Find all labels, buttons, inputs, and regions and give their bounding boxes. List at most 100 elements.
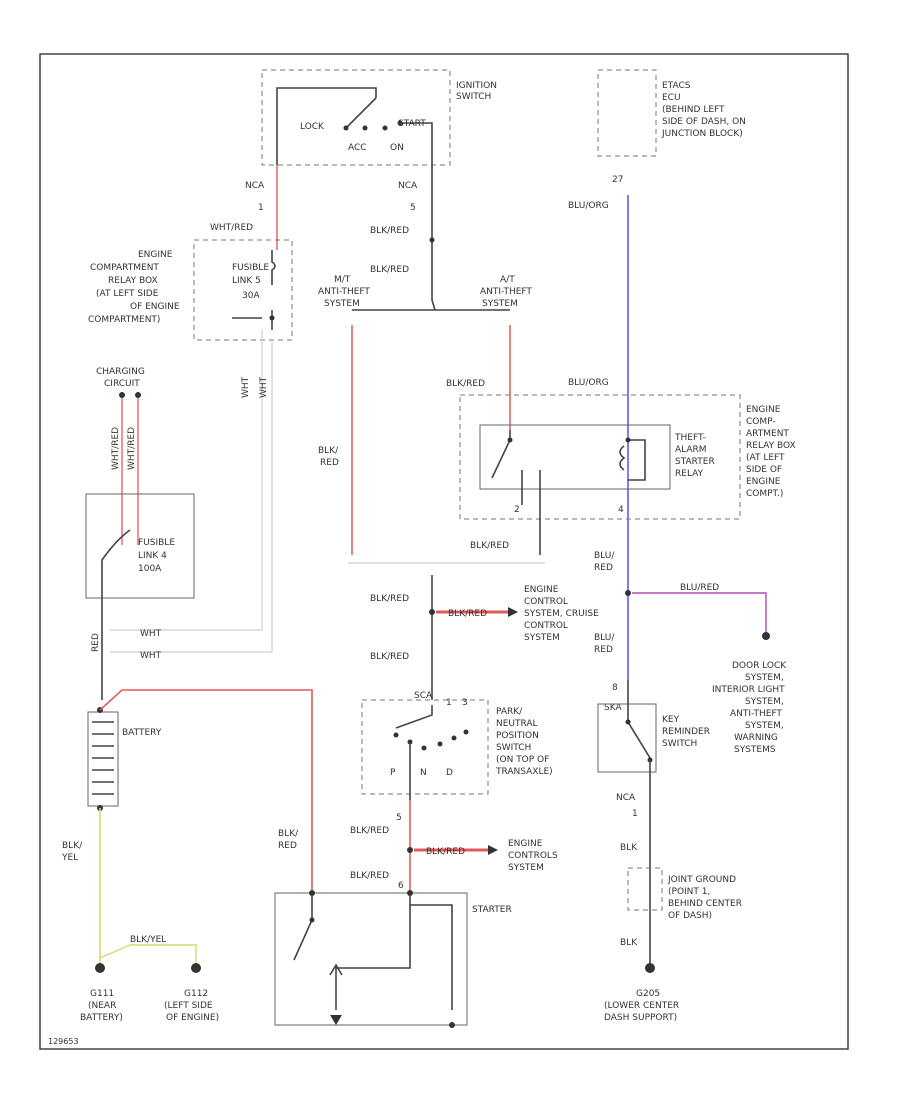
fusible-link-5-label-2: LINK 5	[232, 276, 261, 286]
svg-text:ECU: ECU	[662, 93, 681, 103]
wire-wht-h1: WHT	[140, 629, 162, 639]
pin-p9: 6	[398, 881, 404, 891]
svg-text:SYSTEM,: SYSTEM,	[745, 721, 784, 731]
wire-wht-v1: WHT	[241, 376, 251, 398]
door-lock-label: DOOR LOCK SYSTEM, INTERIOR LIGHT SYSTEM,…	[712, 661, 787, 755]
ignition-start-label: START	[398, 119, 426, 129]
svg-text:SYSTEM: SYSTEM	[524, 633, 560, 643]
svg-text:JUNCTION BLOCK): JUNCTION BLOCK)	[661, 129, 743, 139]
wire-blk-red-6: BLK/RED	[370, 652, 409, 662]
svg-text:(BEHIND LEFT: (BEHIND LEFT	[662, 105, 725, 115]
engine-control-label: ENGINE CONTROL SYSTEM, CRUISE CONTROL SY…	[524, 585, 599, 643]
theft-alarm-starter-relay: THEFT- ALARM STARTER RELAY	[459, 394, 741, 555]
wire-blk-1: BLK	[620, 843, 638, 853]
svg-text:G112: G112	[184, 989, 208, 999]
wire-blk-red-starter-2: RED	[278, 841, 297, 851]
fusible-link-4: FUSIBLE LINK 4 100A	[85, 493, 195, 700]
svg-text:SWITCH: SWITCH	[662, 739, 697, 749]
wire-wht-red-v2: WHT/RED	[127, 427, 137, 470]
charging-circuit-label-2: CIRCUIT	[104, 379, 140, 389]
svg-text:WARNING: WARNING	[734, 733, 778, 743]
fusible-link-5-label-3: 30A	[242, 291, 260, 301]
wire-wht-red-v1: WHT/RED	[111, 427, 121, 470]
pin-p2: 5	[410, 203, 416, 213]
fusible-link-5: FUSIBLE LINK 5 30A	[193, 239, 293, 341]
svg-text:SYSTEM,: SYSTEM,	[745, 697, 784, 707]
svg-text:RELAY: RELAY	[675, 469, 704, 479]
svg-text:N: N	[420, 768, 427, 778]
svg-text:STARTER: STARTER	[675, 457, 715, 467]
svg-text:DOOR LOCK: DOOR LOCK	[732, 661, 787, 671]
pin-p7b: 1	[632, 809, 638, 819]
anti-theft-left-3: SYSTEM	[324, 299, 360, 309]
svg-text:OF ENGINE): OF ENGINE)	[166, 1013, 219, 1023]
svg-text:CONTROL: CONTROL	[524, 621, 568, 631]
ground-g205: G205 (LOWER CENTER DASH SUPPORT)	[604, 989, 679, 1023]
svg-text:ARTMENT: ARTMENT	[746, 429, 789, 439]
wire-wht-v2: WHT	[259, 376, 269, 398]
park-neutral-switch: P N D	[361, 699, 489, 800]
wire-blk-red-3: BLK/RED	[446, 379, 485, 389]
svg-text:(LOWER CENTER: (LOWER CENTER	[604, 1001, 679, 1011]
fusible-link-4-label-1: FUSIBLE	[138, 538, 175, 548]
park-neutral-label: PARK/ NEUTRAL POSITION SWITCH (ON TOP OF…	[495, 707, 553, 777]
key-reminder-switch: KEY REMINDER SWITCH	[597, 680, 710, 968]
svg-text:REMINDER: REMINDER	[662, 727, 710, 737]
svg-text:SIDE OF DASH, ON: SIDE OF DASH, ON	[662, 117, 746, 127]
ground-link-wire	[99, 944, 197, 968]
svg-text:DASH SUPPORT): DASH SUPPORT)	[604, 1013, 677, 1023]
pin-p5: 27	[612, 175, 623, 185]
wire-blk-red-5: BLK/RED	[370, 594, 409, 604]
wire-blu-red-1b: RED	[594, 563, 613, 573]
etacs-ecu: ETACS ECU (BEHIND LEFT SIDE OF DASH, ON …	[597, 69, 746, 157]
starter-label: STARTER	[472, 905, 512, 915]
svg-text:SIDE OF: SIDE OF	[746, 465, 782, 475]
battery: BATTERY	[87, 707, 162, 811]
svg-text:(LEFT SIDE: (LEFT SIDE	[164, 1001, 213, 1011]
wire-blk-yel-2: YEL	[61, 853, 78, 863]
ground-g112: G112 (LEFT SIDE OF ENGINE)	[164, 989, 219, 1023]
pin-p3: 2	[514, 505, 520, 515]
wire-blk-red-9: BLK/RED	[350, 871, 389, 881]
svg-text:COMPARTMENT): COMPARTMENT)	[88, 315, 160, 325]
svg-text:RELAY BOX: RELAY BOX	[746, 441, 796, 451]
engine-relay-box-right-label: ENGINE COMP- ARTMENT RELAY BOX (AT LEFT …	[746, 405, 796, 499]
svg-text:ENGINE: ENGINE	[746, 477, 781, 487]
svg-text:KEY: KEY	[662, 715, 680, 725]
svg-text:ALARM: ALARM	[675, 445, 707, 455]
svg-text:SWITCH: SWITCH	[496, 743, 531, 753]
ground-g111: G111 (NEAR BATTERY)	[80, 989, 123, 1023]
wire-blk-red-v-1: BLK/	[318, 446, 339, 456]
wire-blk-red-7: BLK/RED	[448, 609, 487, 619]
engine-controls-label: ENGINE CONTROLS SYSTEM	[508, 839, 558, 873]
anti-theft-left-1: M/T	[334, 275, 351, 285]
ignition-on-label: ON	[390, 143, 404, 153]
svg-text:BATTERY): BATTERY)	[80, 1013, 123, 1023]
svg-text:JOINT GROUND: JOINT GROUND	[667, 875, 736, 885]
svg-text:SYSTEMS: SYSTEMS	[734, 745, 776, 755]
svg-text:CONTROLS: CONTROLS	[508, 851, 558, 861]
engine-control-arrow	[508, 607, 518, 617]
pin-p4: 8	[612, 683, 618, 693]
ignition-acc-label: ACC	[348, 143, 367, 153]
wire-blk-red-8: BLK/RED	[350, 826, 389, 836]
svg-text:COMP-: COMP-	[746, 417, 776, 427]
svg-text:OF DASH): OF DASH)	[668, 911, 712, 921]
door-lock-branch-wire	[632, 592, 767, 634]
engine-relay-box-left-label: ENGINE COMPARTMENT RELAY BOX (AT LEFT SI…	[88, 250, 180, 325]
fusible-link-5-label-1: FUSIBLE	[232, 263, 269, 273]
svg-text:NEUTRAL: NEUTRAL	[496, 719, 538, 729]
pin-p2b: 5	[396, 813, 402, 823]
svg-text:OF ENGINE: OF ENGINE	[130, 302, 180, 312]
starter: STARTER	[274, 890, 512, 1028]
svg-text:(AT LEFT: (AT LEFT	[746, 453, 785, 463]
svg-text:SYSTEM: SYSTEM	[508, 863, 544, 873]
svg-text:BEHIND CENTER: BEHIND CENTER	[668, 899, 742, 909]
anti-theft-left-2: ANTI-THEFT	[318, 287, 370, 297]
diagram-frame	[39, 53, 849, 1050]
wire-blk-red-1: BLK/RED	[370, 226, 409, 236]
battery-starter-wire	[99, 689, 313, 890]
pin-p8: 3	[462, 698, 468, 708]
svg-text:POSITION: POSITION	[496, 731, 539, 741]
joint-ground: JOINT GROUND (POINT 1, BEHIND CENTER OF …	[627, 867, 742, 921]
